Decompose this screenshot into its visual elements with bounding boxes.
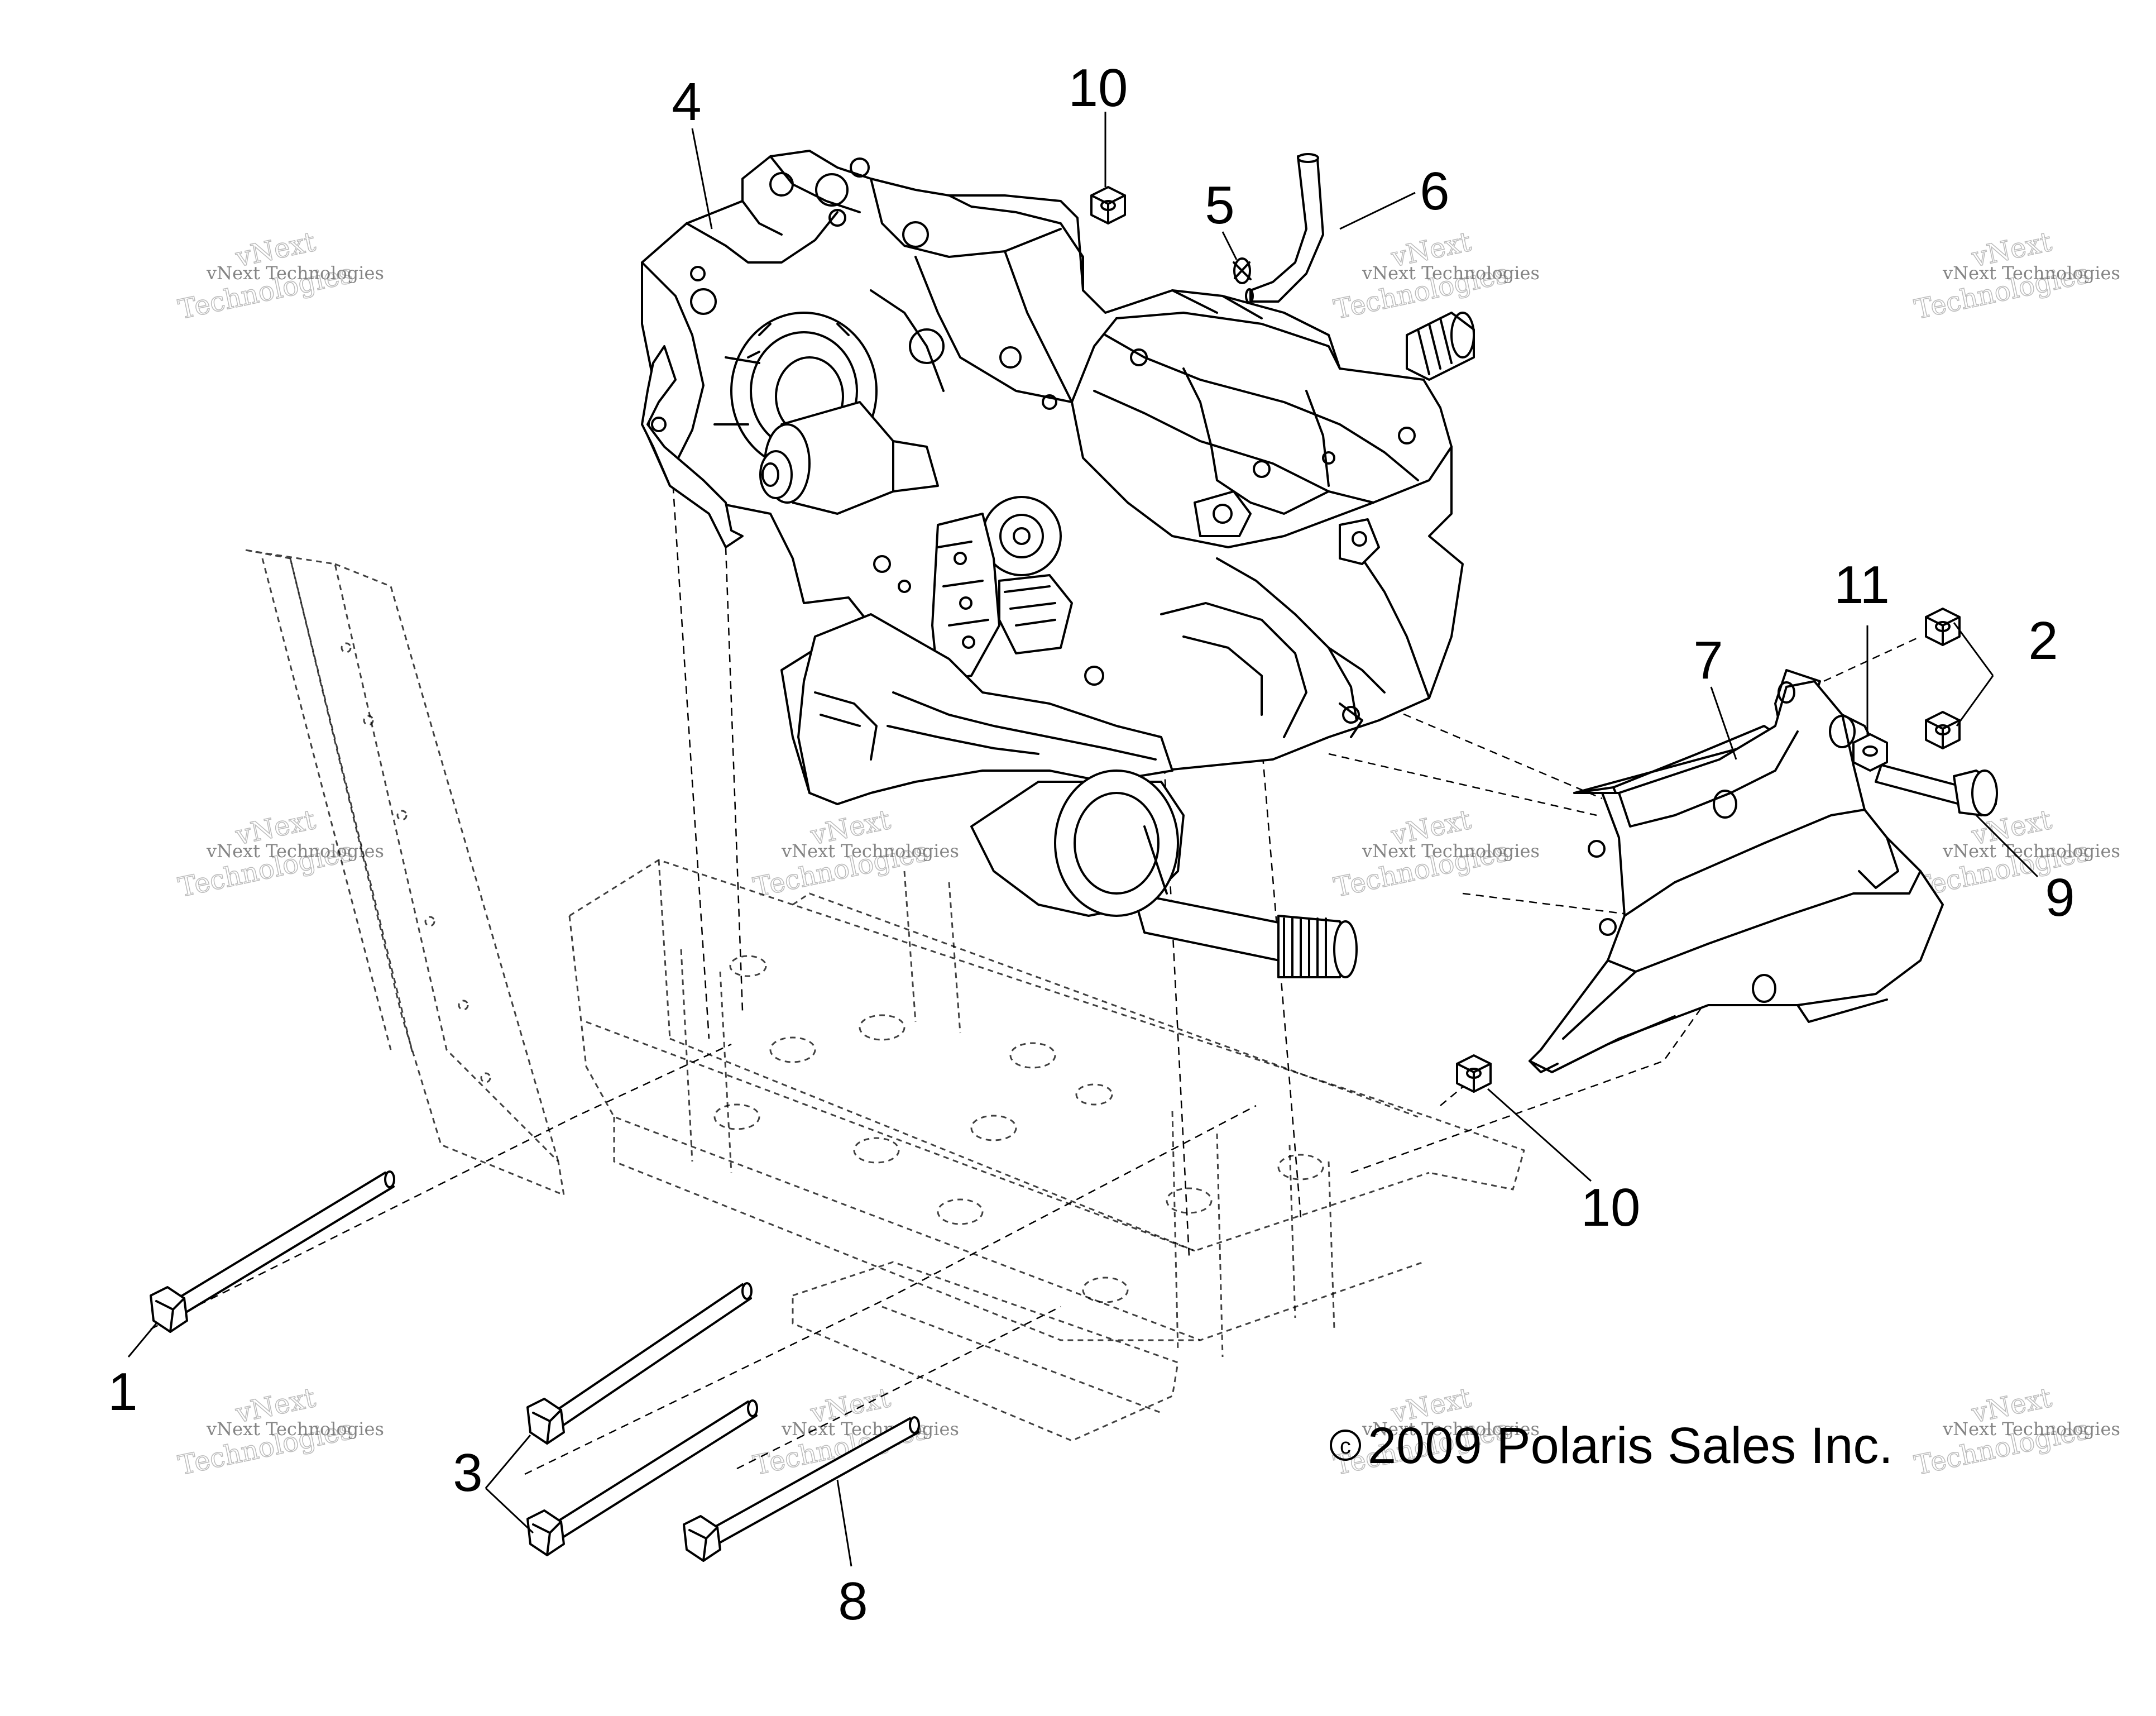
callout-1: 1 <box>108 1362 137 1422</box>
svg-text:vNext Technologies: vNext Technologies <box>781 1418 959 1440</box>
bolt-3a <box>526 1282 753 1445</box>
svg-text:vNext Technologies: vNext Technologies <box>1942 840 2120 862</box>
svg-text:vNext Technologies: vNext Technologies <box>1362 840 1540 862</box>
svg-text:vNext Technologies: vNext Technologies <box>206 1418 384 1440</box>
callout-6: 6 <box>1420 161 1449 221</box>
bolt-9 <box>1875 764 1998 816</box>
callout-3: 3 <box>453 1443 482 1503</box>
callout-labels: 4 10 5 6 11 2 7 9 10 1 3 8 <box>108 58 2074 1631</box>
watermark: Technologies vNext vNext Technologies <box>175 804 384 904</box>
callout-10-lower: 10 <box>1581 1178 1641 1237</box>
watermark: Technologies vNext vNext Technologies <box>1331 804 1540 904</box>
frame-ghost <box>245 549 1525 1442</box>
copyright-circle-icon <box>1330 1430 1361 1461</box>
transmission-assembly <box>641 150 1475 805</box>
watermark: Technologies vNext vNext Technologies <box>750 804 959 904</box>
clamp-5 <box>1233 257 1252 284</box>
svg-text:vNext Technologies: vNext Technologies <box>781 840 959 862</box>
nut-10-top <box>1090 186 1126 224</box>
callout-4: 4 <box>672 72 701 132</box>
bolt-3b <box>526 1399 758 1556</box>
watermark: Technologies vNext vNext Technologies <box>175 226 384 326</box>
copyright: c 2009 Polaris Sales Inc. <box>1330 1417 1893 1474</box>
washer-11 <box>1852 733 1888 772</box>
svg-text:vNext Technologies: vNext Technologies <box>1942 1418 2120 1440</box>
leader-lines <box>127 112 2039 1567</box>
watermark: Technologies vNext vNext Technologies <box>1911 804 2120 904</box>
nut-2-upper <box>1925 608 1961 646</box>
output-shaft <box>970 769 1358 978</box>
bolt-8 <box>683 1416 920 1562</box>
callout-8: 8 <box>838 1571 868 1631</box>
svg-text:vNext Technologies: vNext Technologies <box>1362 262 1540 284</box>
svg-text:vNext Technologies: vNext Technologies <box>1942 262 2120 284</box>
vent-hose-6 <box>1245 153 1324 304</box>
watermark: Technologies vNext vNext Technologies <box>1911 1382 2120 1482</box>
copyright-text: 2009 Polaris Sales Inc. <box>1368 1417 1893 1474</box>
callout-5: 5 <box>1205 175 1234 235</box>
bolt-1 <box>150 1170 395 1333</box>
copyright-symbol: c <box>1340 1434 1351 1459</box>
watermark: Technologies vNext vNext Technologies <box>175 1382 384 1482</box>
svg-text:vNext Technologies: vNext Technologies <box>206 840 384 862</box>
watermark: Technologies vNext vNext Technologies <box>1911 226 2120 326</box>
hardware <box>150 153 1998 1562</box>
svg-text:vNext Technologies: vNext Technologies <box>206 262 384 284</box>
nut-2-lower <box>1925 711 1961 749</box>
svg-text:vNext Technologies: vNext Technologies <box>1362 1418 1540 1440</box>
callout-10-top: 10 <box>1069 58 1128 118</box>
callout-7: 7 <box>1693 630 1723 690</box>
callout-11: 11 <box>1834 555 1890 615</box>
callout-2: 2 <box>2028 611 2058 671</box>
nut-10-lower <box>1456 1054 1492 1093</box>
mounting-bracket <box>1529 669 1944 1073</box>
callout-9: 9 <box>2045 868 2074 928</box>
watermark: Technologies vNext vNext Technologies <box>1331 226 1540 326</box>
